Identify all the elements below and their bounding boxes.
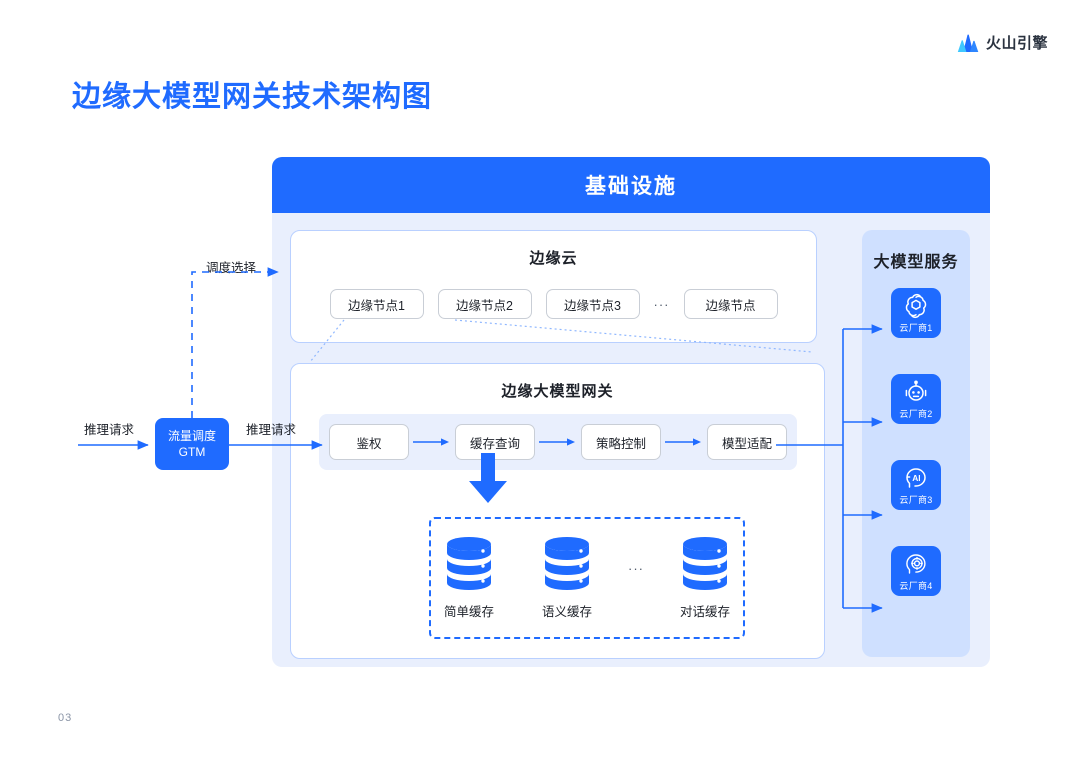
vendor-label: 云厂商1 <box>899 322 933 333</box>
llm-service-panel: 大模型服务 云厂商1 <box>862 230 970 657</box>
pipeline-arrow-icon <box>539 438 575 446</box>
cache-item-semantic[interactable]: 语义缓存 <box>530 535 604 620</box>
cache-label: 简单缓存 <box>443 605 494 619</box>
cache-item-dialogue[interactable]: 对话缓存 <box>668 535 742 620</box>
edge-node-item[interactable]: 边缘节点1 <box>329 289 424 319</box>
pipeline-arrow-icon <box>413 438 449 446</box>
volcano-mountain-icon <box>957 33 979 52</box>
wire-schedule-selection <box>191 267 279 418</box>
edge-cloud-title: 边缘云 <box>529 250 578 267</box>
cache-ellipsis: ··· <box>628 561 644 576</box>
cache-label: 对话缓存 <box>679 605 730 619</box>
pipeline-stage-auth[interactable]: 鉴权 <box>329 424 409 460</box>
edge-node-list: 边缘节点1 边缘节点2 边缘节点3 ··· 边缘节点 <box>291 289 816 319</box>
cache-item-simple[interactable]: 简单缓存 <box>432 535 506 620</box>
svg-text:AI: AI <box>912 473 920 483</box>
edge-node-item[interactable]: 边缘节点 <box>683 289 778 319</box>
gtm-line-2: GTM <box>178 445 206 459</box>
vendor-card-2[interactable]: 云厂商2 <box>891 374 941 424</box>
ai-head-icon: AI <box>906 467 926 488</box>
database-icon <box>447 537 491 590</box>
gateway-pipeline-strip: 鉴权 缓存查询 策略控制 模型适配 <box>319 414 797 470</box>
label-inference-request-left: 推理请求 <box>84 423 135 437</box>
pipeline-stage-model-adaptation[interactable]: 模型适配 <box>707 424 787 460</box>
gateway-title: 边缘大模型网关 <box>501 383 614 400</box>
vendor-card-1[interactable]: 云厂商1 <box>891 288 941 338</box>
page-number: 03 <box>58 712 73 724</box>
brand-name: 火山引擎 <box>985 35 1048 52</box>
edge-llm-gateway-panel: 边缘大模型网关 鉴权 缓存查询 策略控制 模型适配 <box>290 363 825 659</box>
cache-label: 语义缓存 <box>541 605 592 619</box>
pipeline-arrow-icon <box>665 438 701 446</box>
pipeline-stage-policy-control[interactable]: 策略控制 <box>581 424 661 460</box>
vendor-label: 云厂商2 <box>899 408 933 419</box>
vendor-label: 云厂商4 <box>899 580 933 591</box>
vendor-card-3[interactable]: AI 云厂商3 <box>891 460 941 510</box>
edge-node-item[interactable]: 边缘节点2 <box>437 289 532 319</box>
edge-node-item[interactable]: 边缘节点3 <box>545 289 640 319</box>
gtm-traffic-scheduler-box[interactable]: 流量调度 GTM <box>155 418 229 470</box>
gtm-line-1: 流量调度 <box>167 428 216 443</box>
llm-service-title: 大模型服务 <box>873 254 959 271</box>
robot-face-icon <box>905 380 927 401</box>
vendor-card-4[interactable]: 云厂商4 <box>891 546 941 596</box>
database-icon <box>683 537 727 590</box>
label-inference-request-right: 推理请求 <box>246 423 297 437</box>
vendor-list: 云厂商1 云厂商2 <box>862 288 970 596</box>
edge-cloud-panel: 边缘云 边缘节点1 边缘节点2 边缘节点3 ··· 边缘节点 <box>290 230 817 343</box>
database-icon <box>545 537 589 590</box>
cache-list: 简单缓存 语义缓存 ··· <box>431 535 743 620</box>
vendor-label: 云厂商3 <box>899 494 933 505</box>
brand-logo: 火山引擎 <box>957 32 1048 53</box>
edge-node-ellipsis: ··· <box>653 296 670 312</box>
infrastructure-header: 基础设施 <box>272 157 990 213</box>
gateway-pipeline: 鉴权 缓存查询 策略控制 模型适配 <box>319 414 797 470</box>
cache-zone: 简单缓存 语义缓存 ··· <box>429 517 745 639</box>
page-title: 边缘大模型网关技术架构图 <box>72 81 433 113</box>
gear-brain-head-icon <box>906 553 926 574</box>
openai-knot-icon <box>905 293 927 318</box>
label-schedule-selection: 调度选择 <box>206 261 257 275</box>
pipeline-stage-cache-query[interactable]: 缓存查询 <box>455 424 535 460</box>
